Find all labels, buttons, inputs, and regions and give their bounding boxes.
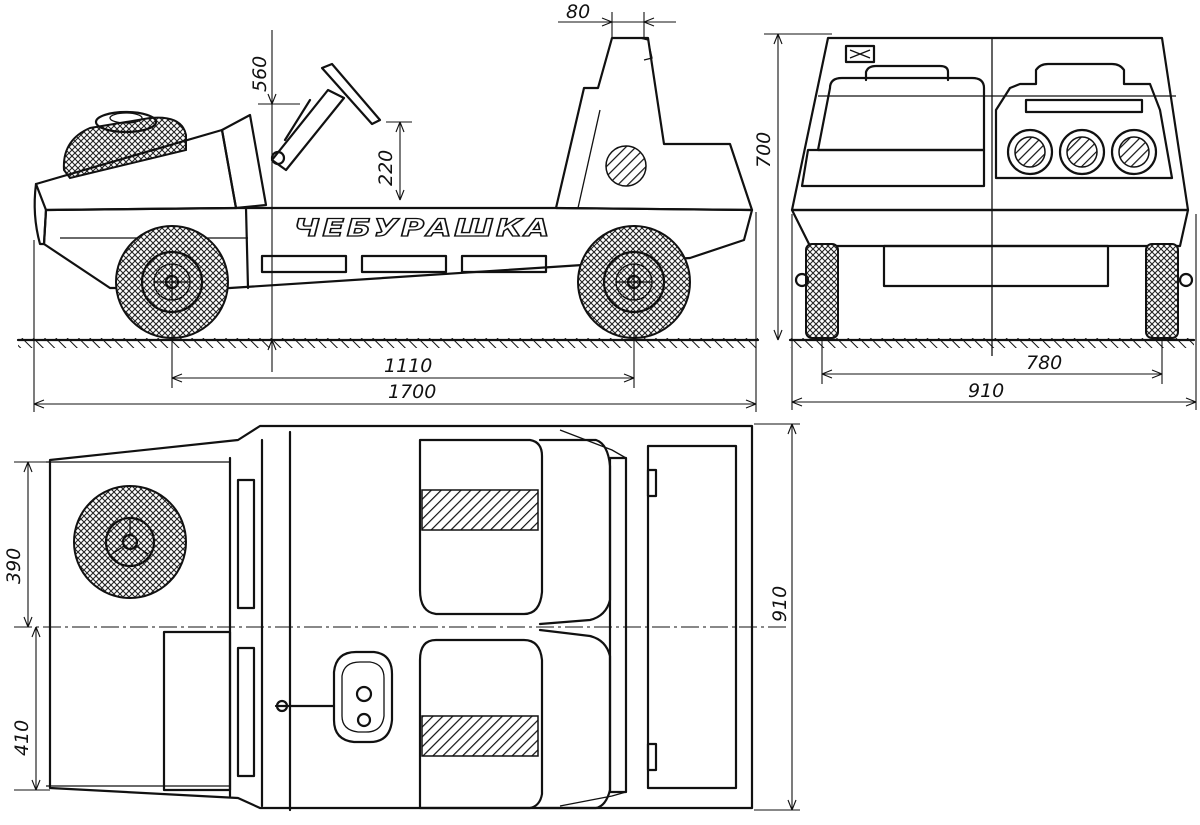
front-left-handle — [864, 64, 950, 82]
top-rear-knob-lower — [646, 742, 658, 772]
dim-label-overall-width-top: 910 — [769, 586, 791, 622]
dim-label-steering-height: 560 — [249, 56, 271, 92]
seat-lower — [418, 628, 612, 810]
dim-wheelbase: 1110 — [171, 330, 635, 388]
seat-slot — [577, 109, 601, 209]
steering-wheel-side — [270, 62, 382, 172]
seat-upper — [418, 438, 612, 626]
side-view: ЧЕБУРАШКА 80 560 — [16, 1, 760, 412]
windscreen-frame-side — [220, 113, 268, 210]
top-rear-deck — [646, 444, 738, 790]
dim-label-half-width-upper: 390 — [3, 548, 25, 584]
dim-overall-length: 1700 — [33, 212, 757, 412]
side-slot-1 — [260, 254, 348, 274]
spare-wheel-side — [62, 110, 187, 180]
side-slot-3 — [460, 254, 548, 274]
top-rear-knob-upper — [646, 468, 658, 498]
dim-label-wheelbase: 1110 — [384, 355, 432, 377]
dim-label-seat-back-width: 80 — [566, 1, 590, 23]
front-right-hub — [1178, 272, 1194, 288]
top-slot-lower — [236, 646, 256, 778]
body-line — [244, 206, 250, 290]
dim-seat-height: 220 — [375, 121, 412, 201]
spare-wheel-top — [73, 485, 187, 599]
side-ground — [18, 338, 758, 348]
front-view: 700 780 910 — [753, 33, 1197, 410]
headlamps — [1006, 128, 1158, 176]
front-left-lower — [800, 148, 986, 188]
top-rear-frame — [559, 429, 627, 807]
dim-label-half-width-lower: 410 — [11, 720, 33, 756]
dim-label-track: 780 — [1026, 352, 1062, 374]
steering-wheel-top — [274, 650, 394, 744]
dim-seat-back-width: 80 — [558, 1, 676, 38]
dim-half-width-upper: 390 — [3, 461, 50, 628]
headlamp-2 — [1058, 128, 1106, 176]
front-upper-body — [790, 36, 1190, 212]
dim-label-overall-width-front: 910 — [968, 380, 1004, 402]
top-slot-upper — [236, 478, 256, 610]
front-right-block — [994, 62, 1174, 180]
dim-steering-height: 560 — [249, 30, 300, 372]
dim-overall-width-top: 910 — [754, 423, 800, 811]
front-bumper-plate — [882, 244, 1110, 288]
dim-half-width-lower: 410 — [11, 626, 50, 791]
body-side — [42, 206, 754, 290]
top-view: 910 390 410 — [3, 423, 800, 812]
front-right-tire — [1145, 243, 1179, 339]
dim-overall-height: 700 — [753, 33, 832, 341]
headlamp-1 — [1006, 128, 1054, 176]
seat-back-tower-side — [554, 36, 754, 212]
front-lower-body — [790, 208, 1190, 248]
top-seat-back-bar — [608, 456, 628, 794]
top-body-outline — [48, 424, 754, 810]
front-left-tire — [805, 243, 839, 339]
vehicle-name-lettering: ЧЕБУРАШКА — [294, 214, 552, 242]
headlamp-3 — [1110, 128, 1158, 176]
rear-wheel-side — [577, 225, 691, 339]
dim-label-seat-height: 220 — [375, 150, 397, 186]
side-slot-2 — [360, 254, 448, 274]
dim-overall-width-front: 910 — [791, 214, 1197, 410]
front-left-block — [816, 76, 986, 152]
top-battery-box — [162, 630, 232, 792]
seat-back-rim — [639, 37, 653, 61]
rear-lamp-side — [605, 145, 647, 187]
front-nameplate — [844, 44, 876, 64]
dim-label-overall-height: 700 — [753, 132, 775, 168]
front-left-hub — [794, 272, 810, 288]
dim-label-overall-length: 1700 — [388, 381, 436, 403]
front-wheel-side — [115, 225, 229, 339]
front-bumper-side — [33, 182, 48, 246]
dim-track: 780 — [821, 340, 1163, 384]
front-right-rim — [1024, 98, 1144, 114]
